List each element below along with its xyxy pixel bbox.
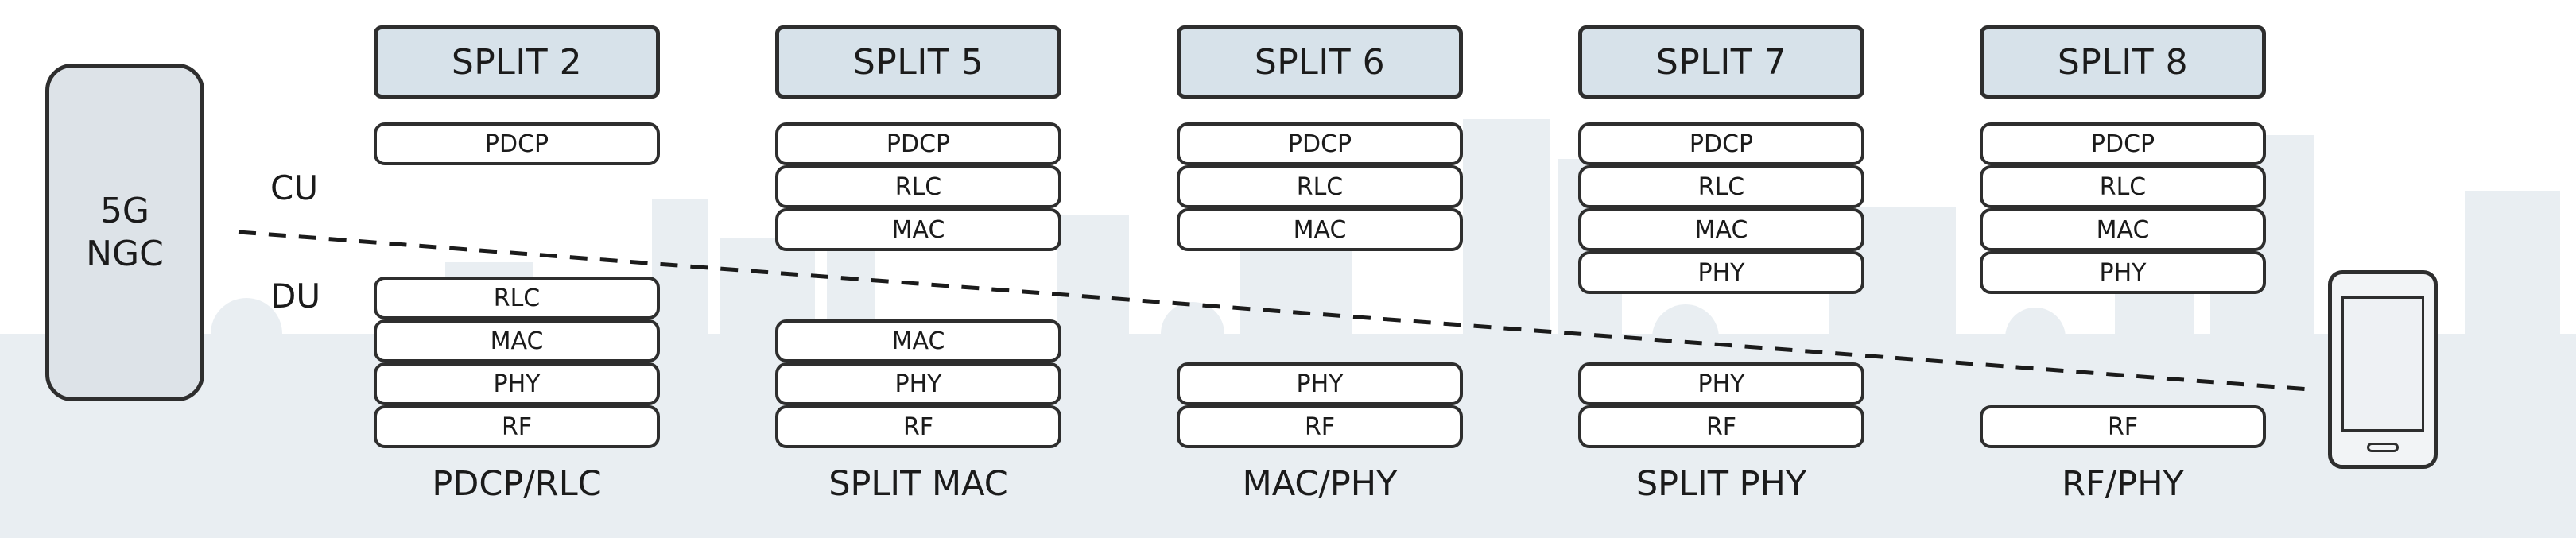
split-header: SPLIT 2: [374, 25, 660, 99]
split-column-8: SPLIT 8 PDCP RLC MAC PHY RF RF/PHY: [1980, 0, 2266, 538]
layer-box-mac: MAC: [1578, 208, 1864, 251]
split-column-2: SPLIT 2 PDCP RLC MAC PHY RF PDCP/RLC: [374, 0, 660, 538]
split-header: SPLIT 6: [1177, 25, 1463, 99]
layer-box-pdcp: PDCP: [374, 122, 660, 165]
layer-box-rlc: RLC: [775, 165, 1061, 208]
core-label-line1: 5G: [99, 190, 150, 231]
split-header: SPLIT 8: [1980, 25, 2266, 99]
layer-box-phy: PHY: [775, 362, 1061, 405]
layer-box-pdcp: PDCP: [775, 122, 1061, 165]
layer-box-mac: MAC: [1177, 208, 1463, 251]
core-label: 5G NGC: [86, 190, 164, 276]
split-caption: PDCP/RLC: [432, 464, 602, 504]
layer-box-rlc: RLC: [374, 277, 660, 319]
layer-box-rf: RF: [1177, 405, 1463, 448]
layer-box-mac: MAC: [1980, 208, 2266, 251]
split-header: SPLIT 5: [775, 25, 1061, 99]
split-caption: SPLIT PHY: [1635, 464, 1807, 504]
phone-screen: [2341, 296, 2424, 432]
layer-box-rlc: RLC: [1177, 165, 1463, 208]
layer-box-mac: MAC: [775, 208, 1061, 251]
layer-box-rf: RF: [775, 405, 1061, 448]
layer-box-phy: PHY: [374, 362, 660, 405]
layer-box-pdcp: PDCP: [1578, 122, 1864, 165]
layer-box-pdcp: PDCP: [1980, 122, 2266, 165]
layer-box-phy: PHY: [1177, 362, 1463, 405]
layer-box-mac: MAC: [374, 319, 660, 362]
split-caption: SPLIT MAC: [828, 464, 1008, 504]
layer-box-rlc: RLC: [1980, 165, 2266, 208]
layer-box-phy: PHY: [1980, 251, 2266, 294]
layer-box-rf: RF: [1980, 405, 2266, 448]
core-label-line2: NGC: [86, 233, 164, 274]
user-equipment-phone-icon: [2328, 270, 2438, 469]
layer-box-pdcp: PDCP: [1177, 122, 1463, 165]
split-caption: MAC/PHY: [1242, 464, 1398, 504]
split-column-7: SPLIT 7 PDCP RLC MAC PHY PHY RF SPLIT PH…: [1578, 0, 1864, 538]
split-header: SPLIT 7: [1578, 25, 1864, 99]
split-column-5: SPLIT 5 PDCP RLC MAC MAC PHY RF SPLIT MA…: [775, 0, 1061, 538]
layer-box-phy: PHY: [1578, 362, 1864, 405]
cu-label: CU: [270, 168, 319, 207]
layer-box-rf: RF: [374, 405, 660, 448]
du-label: DU: [270, 277, 321, 315]
layer-box-phy: PHY: [1578, 251, 1864, 294]
5g-core-box: 5G NGC: [45, 64, 204, 401]
split-column-6: SPLIT 6 PDCP RLC MAC PHY RF MAC/PHY: [1177, 0, 1463, 538]
split-caption: RF/PHY: [2062, 464, 2184, 504]
phone-home-button: [2367, 443, 2399, 452]
layer-box-mac: MAC: [775, 319, 1061, 362]
layer-box-rf: RF: [1578, 405, 1864, 448]
layer-box-rlc: RLC: [1578, 165, 1864, 208]
